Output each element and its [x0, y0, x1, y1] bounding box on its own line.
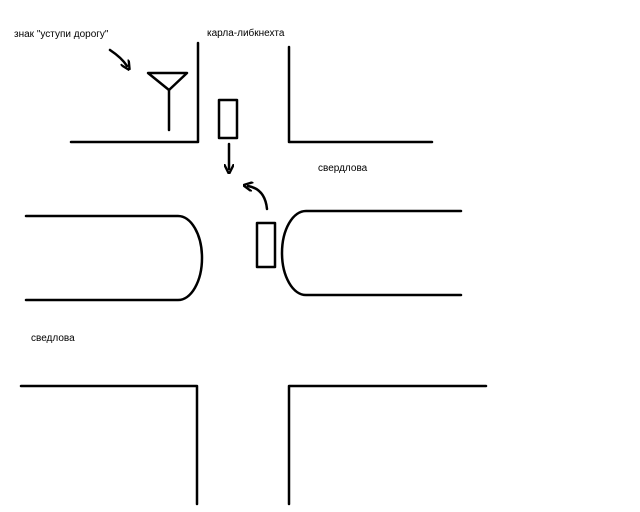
pointer-arrow-icon [108, 48, 127, 66]
median-east [280, 209, 463, 297]
curved-arrow-left-turn-icon [248, 186, 269, 211]
curb-north-east [287, 45, 434, 144]
median-west [24, 214, 204, 302]
car-south-icon [255, 221, 277, 269]
car-north-icon [217, 98, 239, 140]
street-label-karla-liebknecht: карла-либкнехта [207, 28, 285, 39]
sign-label: знак "уступи дорогу" [14, 29, 109, 40]
yield-sign-icon [146, 71, 189, 132]
curb-north-west [69, 41, 200, 144]
street-label-sverdlova-west: сведлова [31, 333, 75, 344]
street-label-sverdlova-east: свердлова [318, 163, 368, 174]
curb-south-west [19, 384, 199, 506]
curb-south-east [287, 384, 488, 506]
